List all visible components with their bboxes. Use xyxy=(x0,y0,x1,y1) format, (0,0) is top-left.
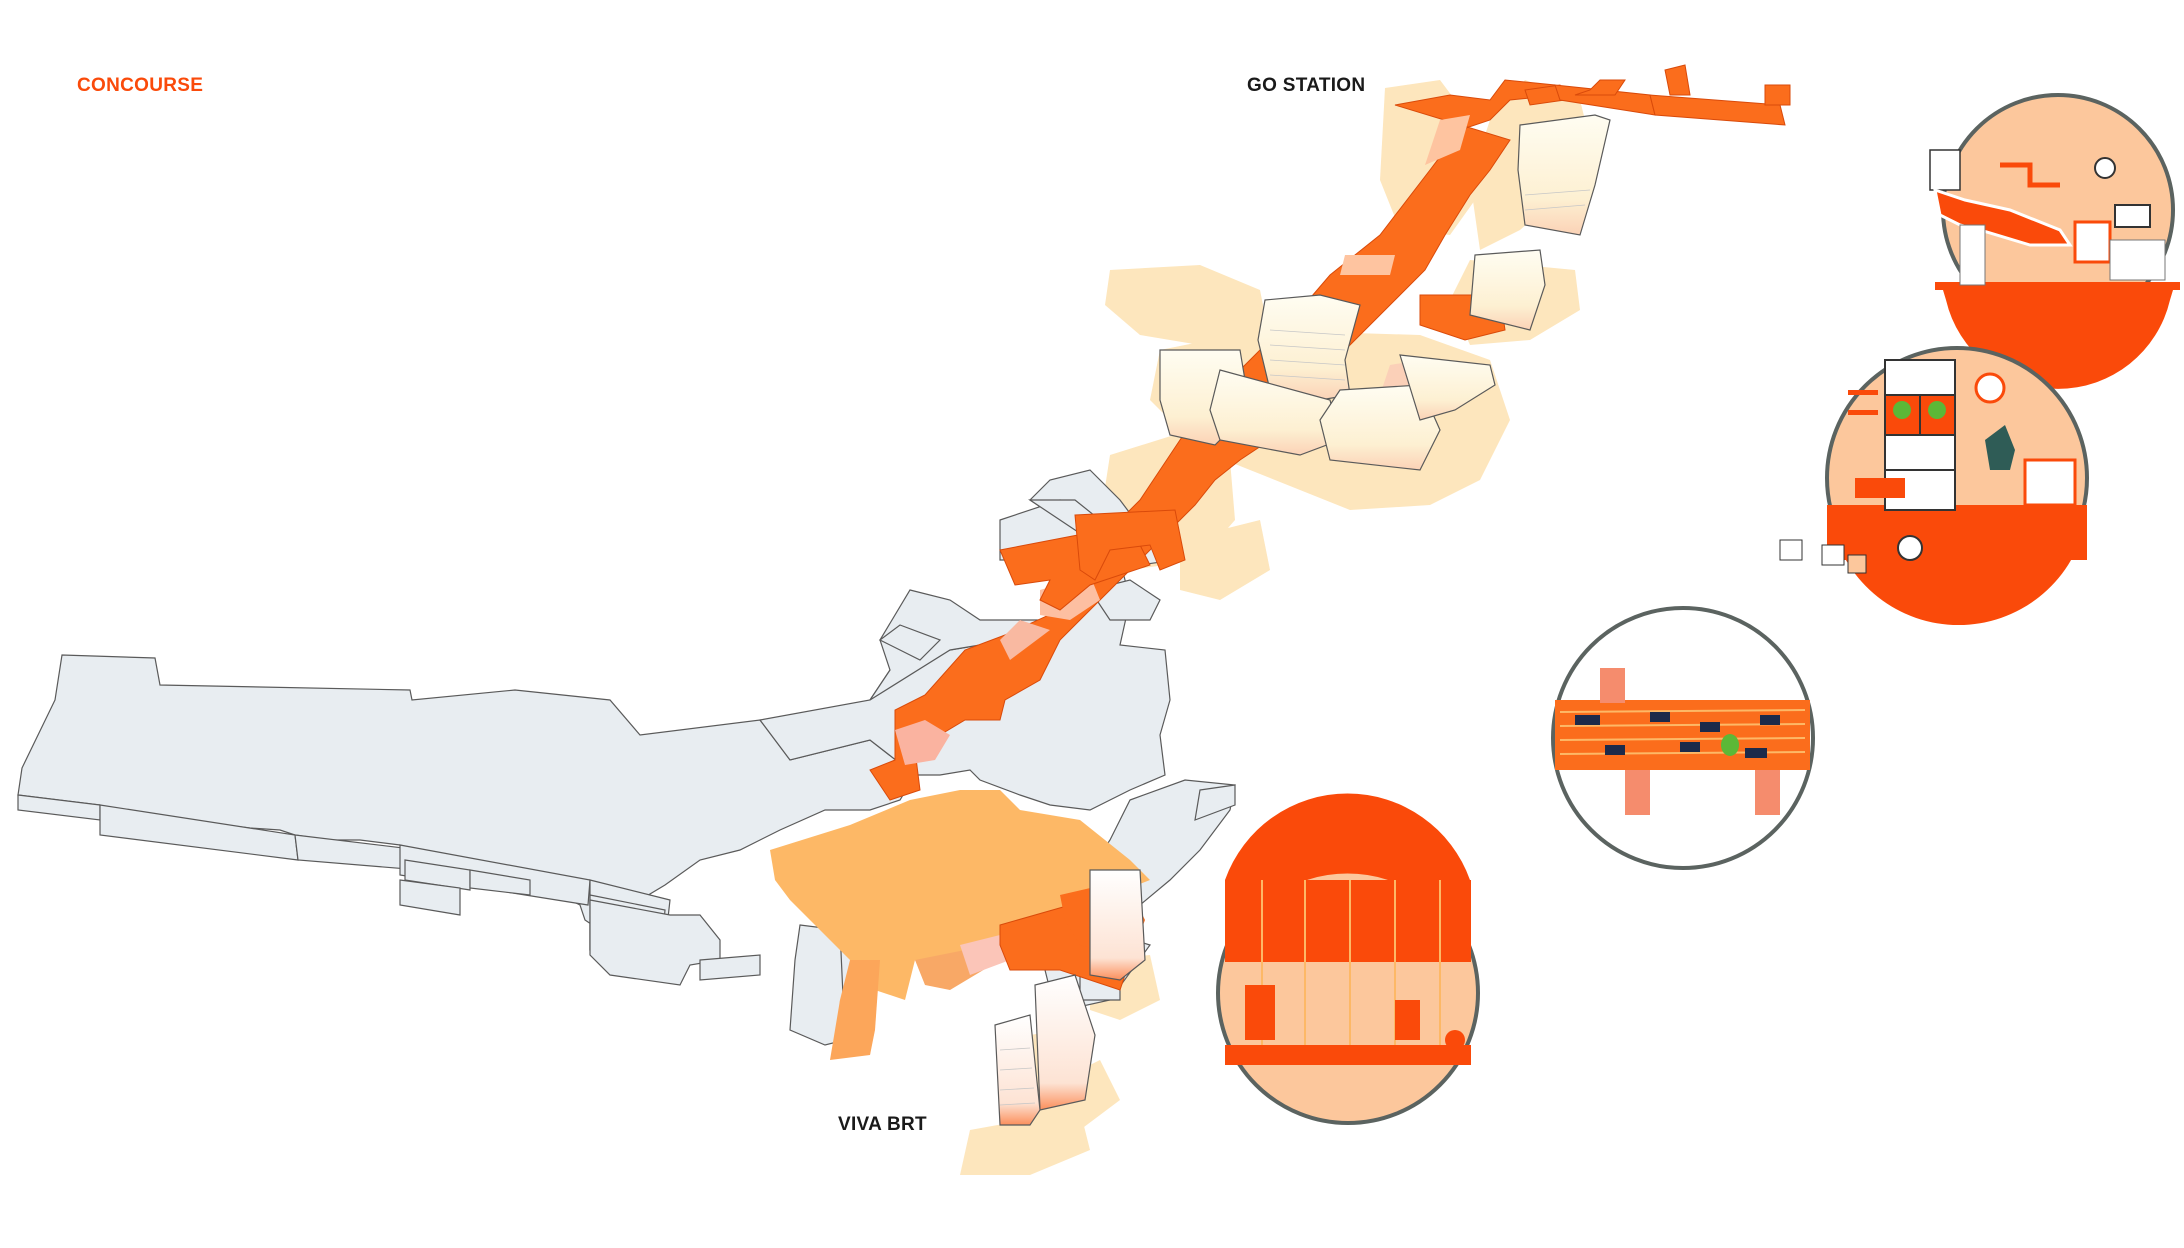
tower-low-left xyxy=(1209,369,1341,456)
toy-blocks-icon xyxy=(1779,535,1923,574)
hub-tower-top xyxy=(1089,869,1146,981)
vignette-dental-clinic xyxy=(1929,93,2180,389)
vignette-gym xyxy=(1216,793,1480,1125)
tower-floor-lines xyxy=(999,189,1591,1106)
viva-brt-label: VIVA BRT xyxy=(838,1114,927,1135)
concourse-label: CONCOURSE xyxy=(77,75,204,96)
viva-tower xyxy=(994,1014,1041,1126)
dumbbell-icon xyxy=(1245,985,1465,1050)
hub-tower-lower xyxy=(1034,974,1096,1111)
go-station-label: GO STATION xyxy=(1247,75,1366,96)
vignette-coworking xyxy=(1551,606,1815,870)
shared-desk-icon xyxy=(1575,712,1780,758)
tower-mid xyxy=(1469,249,1546,331)
towers xyxy=(994,114,1611,1126)
go-station-tower xyxy=(1517,114,1611,236)
dental-chair-icon xyxy=(1933,187,2073,247)
tower-east xyxy=(1399,354,1496,421)
vignette-kids-room xyxy=(1779,346,2089,626)
